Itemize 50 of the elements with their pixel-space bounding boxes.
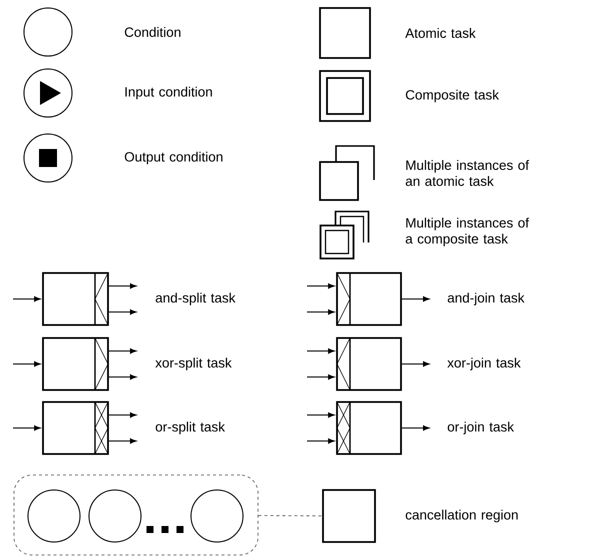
arrow	[306, 309, 335, 315]
condition-circle	[24, 8, 72, 56]
arrow	[306, 348, 335, 354]
arrow	[306, 374, 335, 380]
split-task-box	[42, 401, 109, 455]
multiple-composite-instances-drawing	[320, 210, 370, 260]
node-label: and-join task	[448, 292, 524, 306]
input-condition-circle	[24, 68, 72, 118]
arrow	[12, 361, 41, 367]
arrow	[401, 425, 430, 431]
arrow	[306, 412, 335, 418]
arrow	[108, 348, 136, 354]
arrow	[108, 283, 136, 289]
arrow	[306, 283, 335, 289]
arrow	[108, 309, 136, 315]
node-label: Output condition	[124, 152, 222, 164]
node-label: Composite task	[406, 90, 499, 102]
node-label: or-split task	[156, 422, 225, 434]
split-task-box	[42, 272, 109, 326]
join-task-box	[336, 337, 402, 391]
node-label: cancellation region	[406, 510, 518, 522]
composite-task-box	[319, 70, 371, 122]
join-task-box	[336, 401, 402, 455]
node-label: xor-join task	[447, 358, 521, 370]
node-label: Atomic task	[405, 28, 476, 38]
condition-circle	[28, 490, 80, 542]
cancellation-region	[14, 474, 258, 556]
arrow	[108, 374, 136, 380]
node-label: Condition	[124, 27, 180, 37]
output-condition-circle	[24, 134, 72, 182]
task-box	[319, 7, 371, 59]
node-label: Multiple instances of a composite task	[406, 218, 529, 246]
arrow	[108, 438, 136, 444]
arrow	[12, 425, 41, 431]
condition-circle	[88, 490, 142, 542]
condition-circle	[190, 490, 244, 542]
arrow	[108, 412, 136, 418]
node-label: xor-split task	[155, 358, 232, 370]
split-task-box	[42, 337, 109, 391]
node-label: and-split task	[156, 292, 236, 306]
multiple-instances-drawing	[319, 145, 375, 201]
join-task-box	[336, 272, 402, 326]
task-box	[322, 489, 376, 543]
arrow	[12, 296, 41, 302]
node-label: Multiple instances of an atomic task	[406, 160, 529, 186]
node-label: Input condition	[125, 86, 212, 100]
arrow	[306, 438, 335, 444]
arrow	[401, 296, 430, 302]
arrow	[401, 361, 430, 367]
node-label: or-join task	[448, 422, 514, 434]
